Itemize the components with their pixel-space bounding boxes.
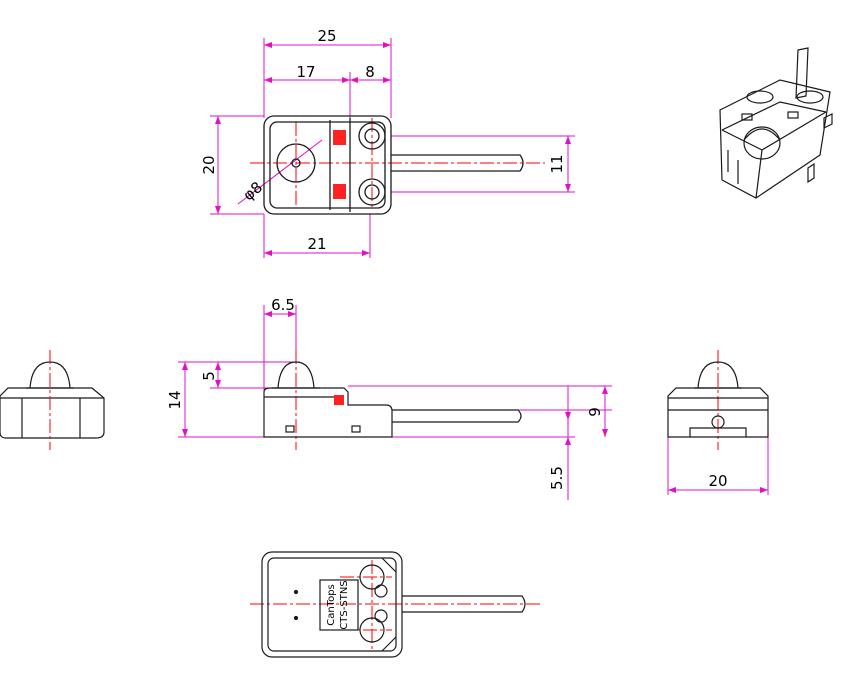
- bottom-label-line2: CTS-STNS: [339, 580, 350, 629]
- bottom-view: CanTops CTS-STNS: [250, 551, 540, 658]
- dim-right-width: 8: [365, 63, 375, 81]
- top-view-center-lines: [250, 118, 545, 210]
- dim-cable-pitch: 11: [548, 154, 566, 173]
- top-view: 25 17 8 20 φ8 21 11: [200, 27, 575, 258]
- right-end-view: 20: [667, 350, 769, 495]
- side-view: 6.5 5 14 9 5.5: [166, 296, 612, 500]
- bottom-label-line1: CanTops: [326, 584, 337, 626]
- dim-total-height: 14: [166, 390, 184, 409]
- left-end-view: [0, 350, 105, 450]
- dim-cable-offset: 5.5: [548, 466, 566, 490]
- side-view-extension-lines: [178, 305, 612, 438]
- dim-height: 20: [200, 155, 218, 174]
- top-view-dimension-lines: [215, 42, 571, 256]
- dim-end-width: 20: [708, 472, 727, 490]
- dim-cable-height: 9: [586, 407, 604, 417]
- side-view-dimension-lines: [182, 311, 608, 500]
- isometric-switch-icon: [719, 47, 833, 199]
- top-view-body: [263, 115, 524, 215]
- dim-overall-width: 25: [317, 27, 336, 45]
- top-view-led-upper: [333, 130, 346, 145]
- top-view-extension-lines: [210, 38, 575, 258]
- top-view-led-lower: [333, 184, 346, 199]
- side-view-body: [263, 361, 522, 438]
- dim-button-offset: 6.5: [271, 296, 295, 314]
- dim-button-height: 5: [200, 371, 218, 381]
- dim-left-width: 17: [296, 63, 315, 81]
- side-view-led: [334, 395, 344, 405]
- dim-base-width: 21: [307, 235, 326, 253]
